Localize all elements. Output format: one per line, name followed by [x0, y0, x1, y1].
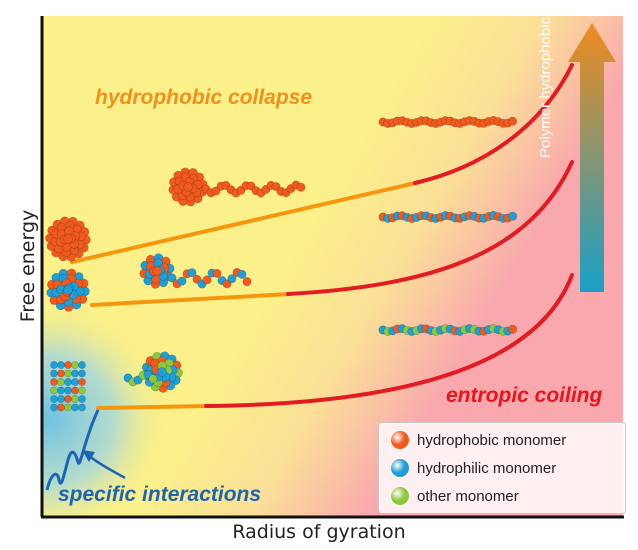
- globule-tail-mixed: [202, 275, 212, 285]
- globule-tail-mixed: [177, 276, 187, 286]
- globule-tail-mixed: [212, 268, 222, 278]
- specific-structure-bead: [71, 369, 79, 378]
- specific-structure-bead: [71, 378, 79, 386]
- globule-tail-mixed: [242, 277, 252, 287]
- curve-middle-red: [286, 160, 574, 296]
- globule-tail-hydrophobic: [296, 182, 306, 192]
- folded-structure: [157, 367, 167, 377]
- specific-structure-bead: [64, 395, 72, 403]
- specific-structure-bead: [71, 361, 79, 369]
- y-axis-label: Free energy: [17, 209, 39, 323]
- polymer-illustrations: [45, 116, 518, 412]
- specific-structure-bead: [57, 386, 65, 395]
- specific-structure-bead: [78, 378, 86, 386]
- curve-middle-orange: [90, 292, 292, 307]
- legend-label: hydrophobic monomer: [417, 431, 567, 449]
- globule-tail-mixed: [227, 274, 237, 284]
- compact-state-mixed: [63, 285, 73, 295]
- specific-structure-bead: [50, 386, 58, 395]
- specific-structure-bead: [57, 369, 65, 378]
- specific-structure-bead: [57, 395, 65, 403]
- specific-structure-bead: [64, 369, 72, 378]
- collapsed-globule-hydrophobic: [183, 182, 193, 192]
- entropic-coiling-label: entropic coiling: [446, 384, 603, 407]
- specific-structure-bead: [64, 361, 72, 369]
- legend-label: hydrophilic monomer: [417, 459, 557, 477]
- folded-tail: [148, 374, 158, 384]
- specific-structure-bead: [78, 369, 86, 378]
- specific-interactions-curve: [45, 409, 100, 491]
- globule-tail-mixed: [237, 269, 247, 279]
- specific-structure-bead: [57, 403, 65, 412]
- extended-chain-mixed: [508, 211, 518, 221]
- specific-structure-bead: [50, 403, 58, 412]
- globule-tail-mixed: [187, 268, 197, 278]
- globule-tail-mixed: [222, 279, 232, 289]
- pointer-arrow-head: [82, 450, 95, 462]
- specific-structure-bead: [64, 386, 72, 395]
- polymer-hydrophobicity-label: Polymer hydrophobicity: [537, 2, 554, 158]
- specific-structure-bead: [78, 395, 86, 403]
- hydrophobicity-arrow: [568, 23, 616, 292]
- free-energy-curves: [70, 63, 574, 410]
- legend-label: other monomer: [417, 487, 519, 505]
- compact-state-hydrophobic: [63, 234, 73, 244]
- specific-structure-bead: [57, 378, 65, 386]
- collapsed-globule-mixed: [152, 266, 162, 276]
- specific-structure-bead: [64, 403, 72, 412]
- extended-chain-hydrophobic: [508, 116, 518, 126]
- hydrophobic-collapse-label: hydrophobic collapse: [95, 86, 313, 109]
- specific-structure-bead: [78, 361, 86, 369]
- extended-chain-other: [508, 324, 518, 334]
- specific-structure-bead: [50, 378, 58, 386]
- legend: hydrophobic monomer hydrophilic monomer …: [378, 422, 626, 514]
- specific-structure-bead: [71, 386, 79, 395]
- specific-structure-bead: [71, 395, 79, 403]
- x-axis-label: Radius of gyration: [232, 521, 406, 543]
- curve-bottom-red: [204, 273, 574, 408]
- other-monomer-dot: [391, 487, 409, 505]
- specific-structure-bead: [50, 369, 58, 378]
- hydrophobic-monomer-dot: [391, 431, 409, 449]
- specific-interactions-label: specific interactions: [58, 483, 262, 506]
- specific-structure-bead: [50, 395, 58, 403]
- specific-structure-bead: [78, 403, 86, 412]
- specific-structure-bead: [64, 378, 72, 386]
- curve-top-red: [413, 63, 574, 185]
- specific-structure-bead: [78, 386, 86, 395]
- hydrophilic-monomer-dot: [391, 459, 409, 477]
- legend-item-hydrophobic: hydrophobic monomer: [391, 430, 566, 450]
- legend-item-hydrophilic: hydrophilic monomer: [391, 458, 556, 478]
- globule-tail-mixed: [167, 273, 177, 283]
- curve-bottom-orange: [96, 404, 210, 410]
- specific-structure-bead: [50, 361, 58, 369]
- specific-structure-bead: [71, 403, 79, 412]
- legend-item-other: other monomer: [391, 486, 519, 506]
- specific-structure-bead: [57, 361, 65, 369]
- curve-top-orange: [70, 180, 422, 264]
